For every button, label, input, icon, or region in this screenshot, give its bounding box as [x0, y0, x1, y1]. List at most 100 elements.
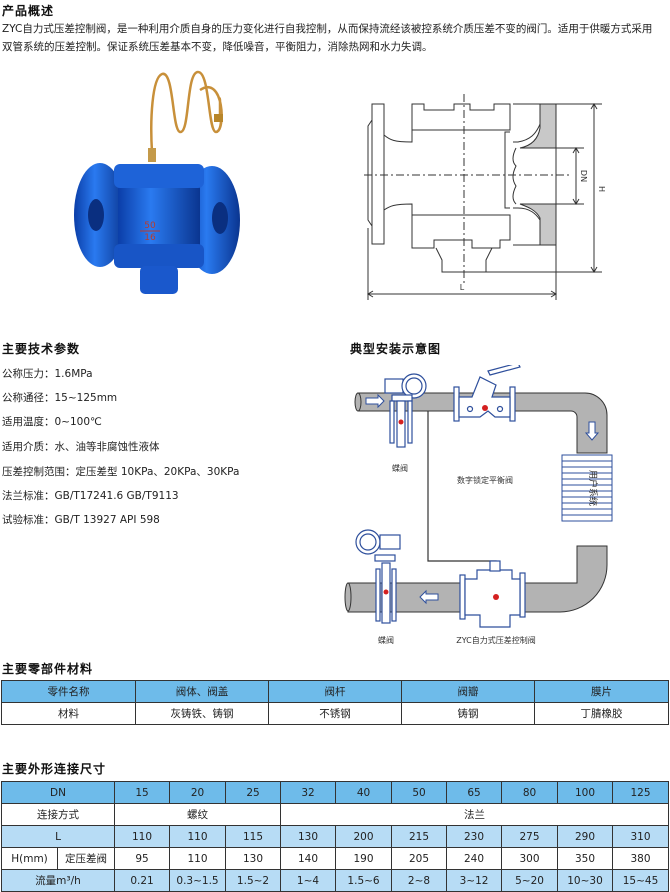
h-cell: 240	[446, 847, 503, 870]
overview-line-2: 双管系统的压差控制。保证系统压差基本不变，降低噪音，平衡阻力，消除热网和水力失调…	[2, 41, 433, 53]
pipe-supply	[357, 392, 608, 454]
flow-arrow-right	[365, 393, 385, 409]
label-butterfly-bottom: 蝶阀	[378, 635, 394, 645]
l-label: L	[0, 825, 116, 848]
l-cell: 110	[169, 825, 227, 848]
flow-cell: 1.5~6	[335, 869, 393, 892]
materials-row: 材料 灰铸铁、铸钢 不锈钢 铸钢 丁腈橡胶	[1, 702, 669, 725]
pipe-return	[347, 545, 608, 613]
l-cell: 230	[446, 825, 503, 848]
flow-cell: 15~45	[612, 869, 670, 892]
dn-cell: 20	[169, 781, 227, 804]
flow-cell: 5~20	[501, 869, 559, 892]
dn-cell: 40	[335, 781, 393, 804]
flow-cell: 0.21	[114, 869, 171, 892]
connection-thread: 螺纹	[114, 803, 282, 826]
h-cell: 350	[557, 847, 614, 870]
label-user-system: 用户系统	[587, 470, 599, 506]
l-cell: 275	[501, 825, 559, 848]
materials-header-cell: 阀杆	[268, 680, 402, 703]
h-sub-label: 定压差阀	[56, 847, 116, 870]
flow-arrow-left	[419, 589, 439, 605]
l-cell: 110	[114, 825, 171, 848]
flow-cell: 1.5~2	[225, 869, 282, 892]
balance-valve	[453, 365, 521, 422]
materials-cell: 灰铸铁、铸钢	[135, 702, 269, 725]
label-balance-valve: 数字锁定平衡阀	[457, 475, 513, 485]
dimensions-table: DN 15 20 25 32 40 50 65 80 100 125 连接方式 …	[0, 781, 670, 892]
dn-cell: 65	[446, 781, 503, 804]
dn-cell: 125	[612, 781, 670, 804]
label-butterfly-top: 蝶阀	[392, 463, 408, 473]
l-cell: 290	[557, 825, 614, 848]
overview-heading: 产品概述	[2, 4, 55, 18]
zyc-valve	[459, 560, 526, 628]
coil-fitting	[214, 114, 223, 122]
dn-cell: 100	[557, 781, 614, 804]
spec-item: 公称压力：1.6MPa	[2, 368, 93, 380]
installation-diagram: 用户系统 蝶阀 数字锁定平衡阀 蝶阀 ZYC自力式压差控制阀	[344, 365, 613, 645]
valve-body	[118, 168, 200, 264]
l-cell: 130	[280, 825, 337, 848]
connection-row: 连接方式 螺纹 法兰	[0, 803, 670, 826]
h-label: H(mm)	[1, 847, 58, 870]
dn-cell: 25	[225, 781, 282, 804]
l-cell: 310	[612, 825, 670, 848]
spec-item: 法兰标准：GB/T17241.6 GB/T9113	[2, 490, 179, 502]
materials-cell: 不锈钢	[268, 702, 402, 725]
dn-cell: 15	[114, 781, 171, 804]
spec-item: 适用介质：水、油等非腐蚀性液体	[2, 441, 160, 453]
flow-cell: 2~8	[391, 869, 448, 892]
overview-line-1: ZYC自力式压差控制阀，是一种利用介质自身的压力变化进行自我控制，从而保持流经该…	[2, 23, 653, 35]
marking-top: 50	[144, 221, 156, 231]
materials-cell: 铸钢	[401, 702, 535, 725]
section-hatch	[519, 103, 557, 246]
materials-cell: 丁腈橡胶	[534, 702, 669, 725]
impulse-tube	[427, 411, 497, 573]
l-cell: 115	[225, 825, 282, 848]
materials-header-row: 零件名称 阀体、阀盖 阀杆 阀瓣 膜片	[1, 680, 669, 703]
copper-coil	[150, 70, 223, 153]
spec-item: 试验标准：GB/T 13927 API 598	[2, 514, 160, 526]
h-cell: 380	[612, 847, 670, 870]
dim-h-label: H	[597, 186, 606, 192]
dn-row: DN 15 20 25 32 40 50 65 80 100 125	[0, 781, 670, 804]
h-cell: 130	[225, 847, 282, 870]
dn-cell: 32	[280, 781, 337, 804]
h-cell: 140	[280, 847, 337, 870]
materials-header-cell: 阀瓣	[401, 680, 535, 703]
flow-row: 流量m³/h 0.21 0.3~1.5 1.5~2 1~4 1.5~6 2~8 …	[0, 869, 670, 892]
materials-header-cell: 膜片	[534, 680, 669, 703]
connection-flange: 法兰	[280, 803, 670, 826]
materials-table: 零件名称 阀体、阀盖 阀杆 阀瓣 膜片 材料 灰铸铁、铸钢 不锈钢 铸钢 丁腈橡…	[1, 680, 669, 725]
connection-label: 连接方式	[0, 803, 116, 826]
spec-item: 公称通径：15~125mm	[2, 392, 118, 404]
l-cell: 215	[391, 825, 448, 848]
h-cell: 110	[169, 847, 227, 870]
l-row: L 110 110 115 130 200 215 230 275 290 31…	[0, 825, 670, 848]
dimensions-heading: 主要外形连接尺寸	[2, 762, 107, 776]
flow-label: 流量m³/h	[0, 869, 116, 892]
dim-l-label: L	[460, 283, 465, 292]
materials-header-cell: 零件名称	[1, 680, 136, 703]
l-cell: 200	[335, 825, 393, 848]
marking-bottom: 16	[144, 233, 156, 243]
spec-item: 压差控制范围：定压差型 10KPa、20KPa、30KPa	[2, 466, 240, 478]
user-system-radiator	[561, 454, 613, 522]
materials-cell: 材料	[1, 702, 136, 725]
h-cell: 205	[391, 847, 448, 870]
technical-drawing: DN H L	[364, 94, 606, 300]
h-cell: 95	[114, 847, 171, 870]
h-cell: 190	[335, 847, 393, 870]
h-cell: 300	[501, 847, 559, 870]
dn-cell: 80	[501, 781, 559, 804]
materials-header-cell: 阀体、阀盖	[135, 680, 269, 703]
spec-item: 适用温度：0~100℃	[2, 416, 102, 428]
flow-cell: 10~30	[557, 869, 614, 892]
specs-heading: 主要技术参数	[2, 342, 81, 356]
flow-cell: 1~4	[280, 869, 337, 892]
dn-label: DN	[0, 781, 116, 804]
h-row: H(mm) 定压差阀 95 110 130 140 190 205 240 30…	[1, 847, 670, 870]
dn-cell: 50	[391, 781, 448, 804]
flow-cell: 0.3~1.5	[169, 869, 227, 892]
